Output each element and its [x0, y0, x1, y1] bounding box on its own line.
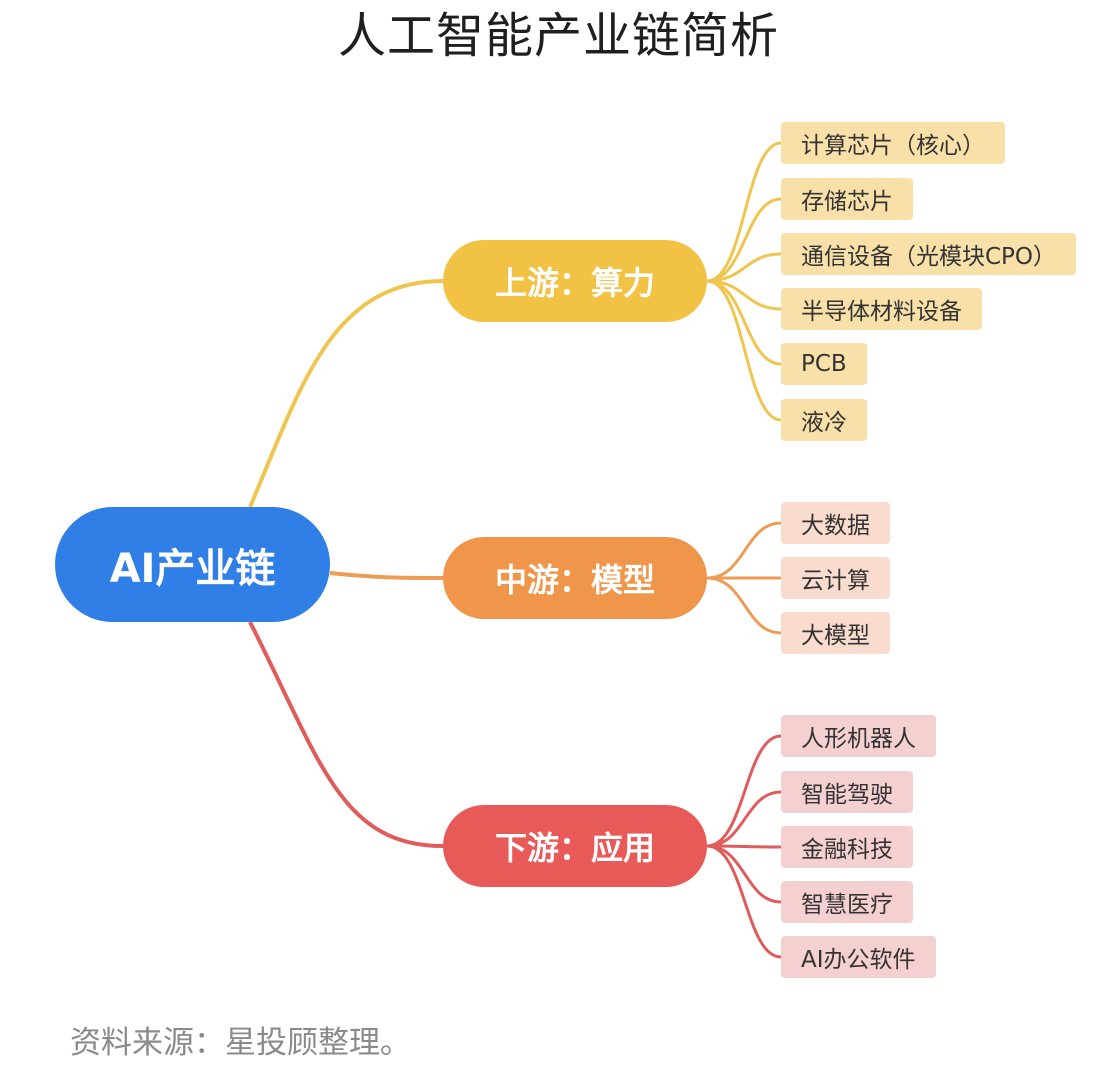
leaf-compute-chip: 计算芯片（核心） — [781, 122, 1005, 164]
root-node: AI产业链 — [55, 507, 330, 622]
midstream-leaf-connectors — [706, 521, 782, 635]
connector-root-downstream — [248, 621, 444, 848]
connector-root-upstream — [248, 279, 444, 508]
branch-downstream: 下游：应用 — [443, 805, 707, 887]
leaf-autonomous-driving: 智能驾驶 — [781, 771, 913, 813]
leaf-liquid-cooling: 液冷 — [781, 399, 867, 441]
leaf-fintech: 金融科技 — [781, 826, 913, 868]
branch-upstream: 上游：算力 — [443, 240, 707, 322]
leaf-semiconductor-materials: 半导体材料设备 — [781, 288, 982, 330]
leaf-ai-office-software: AI办公软件 — [781, 936, 936, 978]
leaf-large-model: 大模型 — [781, 612, 890, 654]
downstream-leaf-connectors — [706, 734, 782, 959]
upstream-leaf-connectors — [706, 141, 782, 422]
leaf-storage-chip: 存储芯片 — [781, 178, 913, 220]
connector-root-midstream — [329, 571, 444, 580]
leaf-smart-healthcare: 智慧医疗 — [781, 881, 913, 923]
leaf-humanoid-robot: 人形机器人 — [781, 715, 936, 757]
leaf-communication-equipment: 通信设备（光模块CPO） — [781, 233, 1077, 275]
branch-midstream: 中游：模型 — [443, 537, 707, 619]
leaf-big-data: 大数据 — [781, 502, 890, 544]
leaf-pcb: PCB — [781, 343, 867, 385]
diagram-title: 人工智能产业链简析 — [337, 8, 779, 64]
source-note: 资料来源：星投顾整理。 — [70, 1025, 411, 1061]
leaf-cloud-computing: 云计算 — [781, 557, 890, 599]
